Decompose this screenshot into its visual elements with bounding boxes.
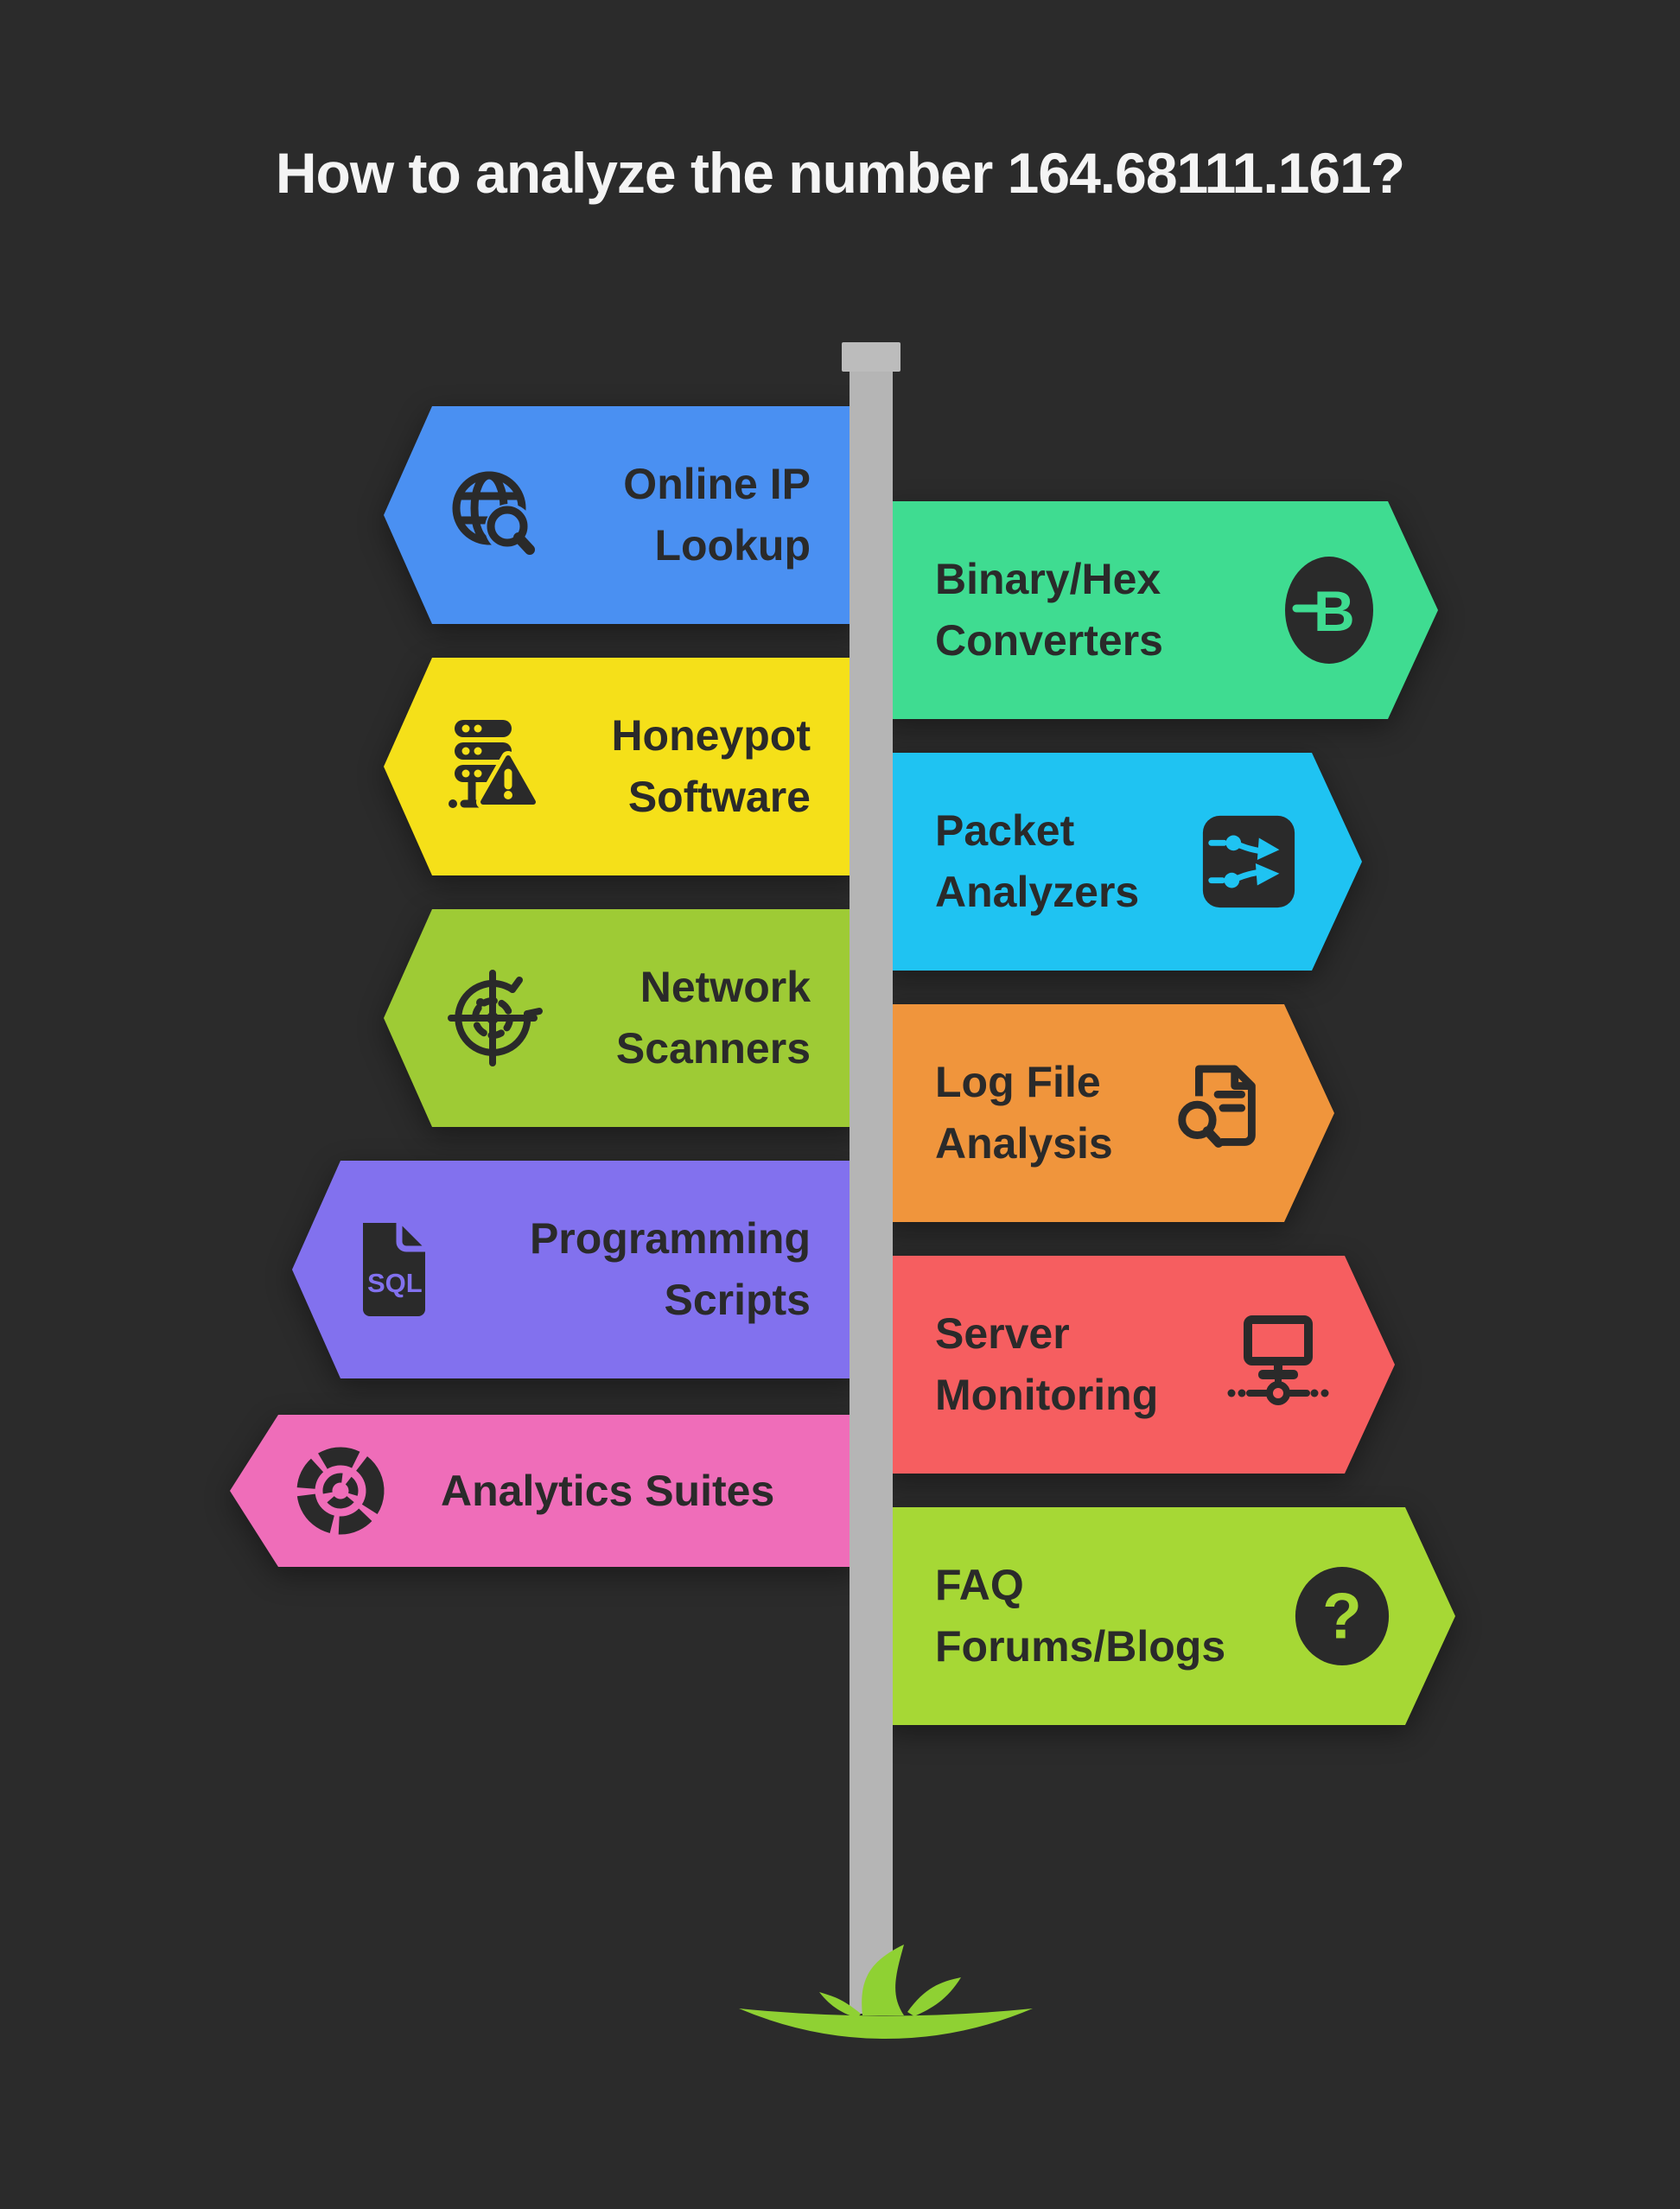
sign-analytics-suites: Analytics Suites	[230, 1415, 857, 1567]
label-line: Lookup	[654, 521, 811, 570]
sign-label: FAQ Forums/Blogs	[885, 1555, 1225, 1677]
signpost-cap	[842, 342, 900, 372]
sign-label: Online IP Lookup	[546, 454, 857, 576]
label-line: Packet	[935, 806, 1075, 855]
sign-programming-scripts: SQL Programming Scripts	[292, 1161, 857, 1378]
donut-chart-icon	[289, 1439, 392, 1543]
sign-label: Binary/Hex Converters	[885, 549, 1163, 672]
grass-tuft	[735, 1934, 1037, 2045]
sql-file-icon: SQL	[351, 1218, 434, 1321]
monitor-network-icon	[1224, 1313, 1333, 1416]
label-line: Scanners	[615, 1024, 811, 1073]
sign-faq-forums-blogs: FAQ Forums/Blogs ?	[885, 1507, 1455, 1725]
sign-online-ip-lookup: Online IP Lookup	[384, 406, 857, 624]
sign-shape: Binary/Hex Converters B	[885, 501, 1438, 719]
label-line: Forums/Blogs	[935, 1622, 1226, 1671]
sign-label: Network Scanners	[546, 957, 857, 1079]
sign-honeypot-software: Honeypot Software	[384, 658, 857, 875]
sign-shape: SQL Programming Scripts	[292, 1161, 857, 1378]
sign-packet-analyzers: Packet Analyzers	[885, 753, 1362, 971]
sign-label: Honeypot Software	[546, 705, 857, 828]
question-mark-icon: ?	[1291, 1565, 1393, 1667]
label-line: Honeypot	[611, 711, 811, 760]
label-line: Online IP	[623, 460, 811, 508]
sign-shape: FAQ Forums/Blogs ?	[885, 1507, 1455, 1725]
sign-shape: Analytics Suites	[230, 1415, 857, 1567]
label-line: Programming	[529, 1214, 811, 1263]
label-line: Log File	[935, 1058, 1101, 1106]
sign-log-file-analysis: Log File Analysis	[885, 1004, 1334, 1222]
label-line: Network	[640, 963, 811, 1011]
sign-label: Programming Scripts	[434, 1208, 857, 1331]
signpost-pole	[850, 371, 893, 2014]
packet-flow-icon	[1198, 811, 1300, 913]
sign-label: Packet Analyzers	[885, 800, 1139, 923]
label-line: Analyzers	[935, 868, 1140, 916]
document-search-icon	[1170, 1062, 1272, 1164]
label-line: Software	[627, 773, 811, 821]
sign-server-monitoring: Server Monitoring	[885, 1256, 1395, 1474]
page-title: How to analyze the number 164.68111.161?	[275, 141, 1405, 205]
sign-label: Analytics Suites	[392, 1461, 857, 1522]
sign-shape: Network Scanners	[384, 909, 857, 1127]
label-line: Server	[935, 1309, 1070, 1358]
sign-label: Log File Analysis	[885, 1052, 1113, 1175]
svg-text:SQL: SQL	[367, 1268, 423, 1298]
label-line: Converters	[935, 616, 1163, 665]
binary-b-icon: B	[1281, 555, 1376, 665]
label-line: Binary/Hex	[935, 555, 1161, 603]
globe-search-icon	[442, 463, 546, 567]
radar-icon	[442, 966, 546, 1070]
label-line: FAQ	[935, 1561, 1024, 1609]
sign-network-scanners: Network Scanners	[384, 909, 857, 1127]
server-warning-icon	[442, 715, 546, 818]
sign-shape: Online IP Lookup	[384, 406, 857, 624]
label-line: Analysis	[935, 1119, 1113, 1168]
sign-shape: Honeypot Software	[384, 658, 857, 875]
sign-shape: Server Monitoring	[885, 1256, 1395, 1474]
sign-label: Server Monitoring	[885, 1303, 1158, 1426]
label-line: Scripts	[664, 1276, 811, 1324]
label-line: Analytics Suites	[441, 1466, 775, 1515]
sign-shape: Log File Analysis	[885, 1004, 1334, 1222]
label-line: Monitoring	[935, 1371, 1159, 1419]
sign-shape: Packet Analyzers	[885, 753, 1362, 971]
sign-binary-hex-converters: Binary/Hex Converters B	[885, 501, 1438, 719]
svg-text:?: ?	[1322, 1580, 1362, 1652]
